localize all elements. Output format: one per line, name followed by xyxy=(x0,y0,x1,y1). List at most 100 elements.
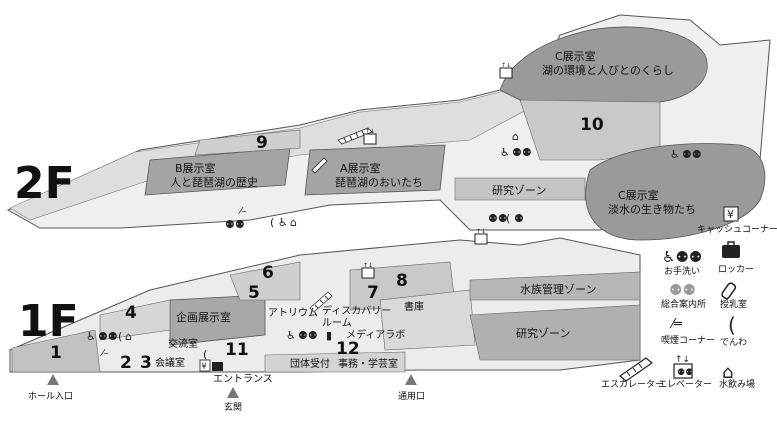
svg-text:¥: ¥ xyxy=(202,362,207,371)
legend-water: 水飲み場 xyxy=(719,378,755,390)
toilet-icon: ⚉⚉ xyxy=(512,146,532,159)
room-c-environment-title: C展示室 xyxy=(555,49,596,63)
room-number-7: 7 xyxy=(367,283,379,303)
elevator-icon: ↑↓ xyxy=(474,228,488,245)
phone-icon: ( xyxy=(728,313,736,337)
room-a-area xyxy=(304,144,446,196)
legend-toilet: お手洗い xyxy=(664,265,700,277)
svg-text:↑↓: ↑↓ xyxy=(365,128,375,135)
room-9-area xyxy=(194,129,301,156)
legend-escalator: エスカレーター xyxy=(601,379,664,390)
planning-exhibit-room-label: 企画展示室 xyxy=(176,310,231,324)
discovery-room-label-1: ディスカバリー xyxy=(322,304,391,317)
legend: ¥ キャッシュコーナー ロッカー ♿⚉⚉ お手洗い ⚉⚉ 総合案内所 授乳室 ⁄… xyxy=(601,206,777,390)
room-number-10: 10 xyxy=(580,115,604,135)
room-b-title: B展示室 xyxy=(175,161,216,175)
locker-icon xyxy=(722,241,740,258)
legend-nursing: 授乳室 xyxy=(720,298,747,310)
room-number-9: 9 xyxy=(256,133,268,153)
library-area xyxy=(379,289,476,351)
phone-icon: ( xyxy=(506,212,510,225)
svg-text:⚉⚉: ⚉⚉ xyxy=(677,368,693,378)
legend-phone: でんわ xyxy=(720,337,747,348)
floor-label-2f: 2F xyxy=(14,158,75,209)
water-fountain-icon: ⌂ xyxy=(512,130,519,143)
room-number-8: 8 xyxy=(396,271,408,291)
room-number-11: 11 xyxy=(225,340,249,360)
room-number-5: 5 xyxy=(248,283,260,303)
legend-locker: ロッカー xyxy=(718,264,754,275)
locker-icon xyxy=(212,362,223,371)
toilet-icon: ⚉⚉ xyxy=(98,330,118,343)
room-c-environment-subtitle: 湖の環境と人びとのくらし xyxy=(542,63,674,77)
legend-elevator: エレベーター xyxy=(658,379,712,390)
wheelchair-icon: ♿ xyxy=(670,148,680,161)
legend-info: 総合案内所 xyxy=(661,298,706,310)
toilet-icon: ⚉⚉ xyxy=(682,148,702,161)
elevator-icon: ↑↓ xyxy=(363,128,377,145)
info-icon: ⚉⚉ xyxy=(669,281,696,299)
wheelchair-icon: ♿ xyxy=(286,329,296,342)
room-number-12: 12 xyxy=(336,339,360,359)
water-fountain-icon: ⌂ xyxy=(290,216,297,229)
elevator-icon: ↑↓ xyxy=(361,262,375,279)
wheelchair-icon: ♿ xyxy=(278,216,288,229)
room-5-6-area xyxy=(229,261,301,301)
room-c-freshwater-title: C展示室 xyxy=(618,188,659,202)
research-zone-2f-area xyxy=(454,177,586,201)
phone-icon: ( xyxy=(203,348,207,361)
room-number-3: 3 xyxy=(140,353,152,373)
room-a-subtitle: 琵琶湖のおいたち xyxy=(335,176,423,189)
research-zone-2f-label: 研究ゾーン xyxy=(492,183,546,197)
svg-text:↑↓: ↑↓ xyxy=(675,355,690,365)
room-c-freshwater-subtitle: 淡水の生き物たち xyxy=(608,202,696,216)
library-label: 書庫 xyxy=(404,300,424,313)
group-reception-label: 団体受付 xyxy=(290,357,330,370)
service-entrance-label: 通用口 xyxy=(398,391,425,402)
main-entrance-label: 玄関 xyxy=(224,401,242,413)
exchange-room-label: 交流室 xyxy=(168,337,198,350)
aquarium-zone-label: 水族管理ゾーン xyxy=(520,282,596,296)
floor-label-1f: 1F xyxy=(18,296,79,347)
entrance-hall-label: エントランス xyxy=(213,373,273,385)
toilet-icon: ⚉ xyxy=(514,212,524,225)
wheelchair-icon: ♿ xyxy=(500,146,510,159)
entrance-marker-icon xyxy=(405,374,417,385)
research-zone-1f-area xyxy=(469,304,641,361)
yen-icon: ¥ xyxy=(199,359,211,372)
room-number-1: 1 xyxy=(50,343,62,363)
svg-text:↑↓: ↑↓ xyxy=(476,228,486,235)
toilet-icon: ⚉⚉ xyxy=(298,329,318,342)
office-strip-area xyxy=(264,351,406,373)
yen-icon: ¥ xyxy=(723,206,739,222)
wheelchair-icon: ♿ xyxy=(86,330,96,343)
aquarium-zone-area xyxy=(469,271,641,301)
water-fountain-icon: ⌂ xyxy=(722,362,733,383)
toilet-icon: ⚉⚉ xyxy=(488,212,508,225)
room-c-freshwater-area xyxy=(585,143,766,241)
escalator-icon xyxy=(619,357,653,382)
discovery-room-label-2: ルーム xyxy=(322,317,352,329)
toilet-icon: ⚉⚉ xyxy=(225,218,245,231)
room-b-subtitle: 人と琵琶湖の歴史 xyxy=(170,176,258,189)
entrance-marker-icon xyxy=(227,387,239,398)
entrance-marker-icon xyxy=(47,374,59,385)
room-number-6: 6 xyxy=(262,263,274,283)
hall-entrance-label: ホール入口 xyxy=(28,391,73,402)
phone-icon: ( xyxy=(270,216,274,229)
smoking-icon: ⁄– xyxy=(238,206,247,217)
water-fountain-icon: ⌂ xyxy=(125,330,132,343)
research-zone-1f-label: 研究ゾーン xyxy=(516,326,570,340)
legend-cash: キャッシュコーナー xyxy=(697,224,777,235)
elevator-icon: ↑↓ ⚉⚉ xyxy=(673,355,693,379)
room-1-area xyxy=(11,329,101,373)
nursing-bottle-icon xyxy=(721,282,737,300)
svg-text:↑↓: ↑↓ xyxy=(363,262,373,269)
nursing-bottle-icon: ▮ xyxy=(326,329,332,342)
smoking-icon: ⁄– xyxy=(100,348,109,359)
atrium-label: アトリウム xyxy=(268,307,318,319)
smoking-icon: ⁄═ xyxy=(669,317,682,332)
toilet-icon: ♿⚉⚉ xyxy=(662,248,702,266)
escalator-1f-icon xyxy=(309,291,333,313)
